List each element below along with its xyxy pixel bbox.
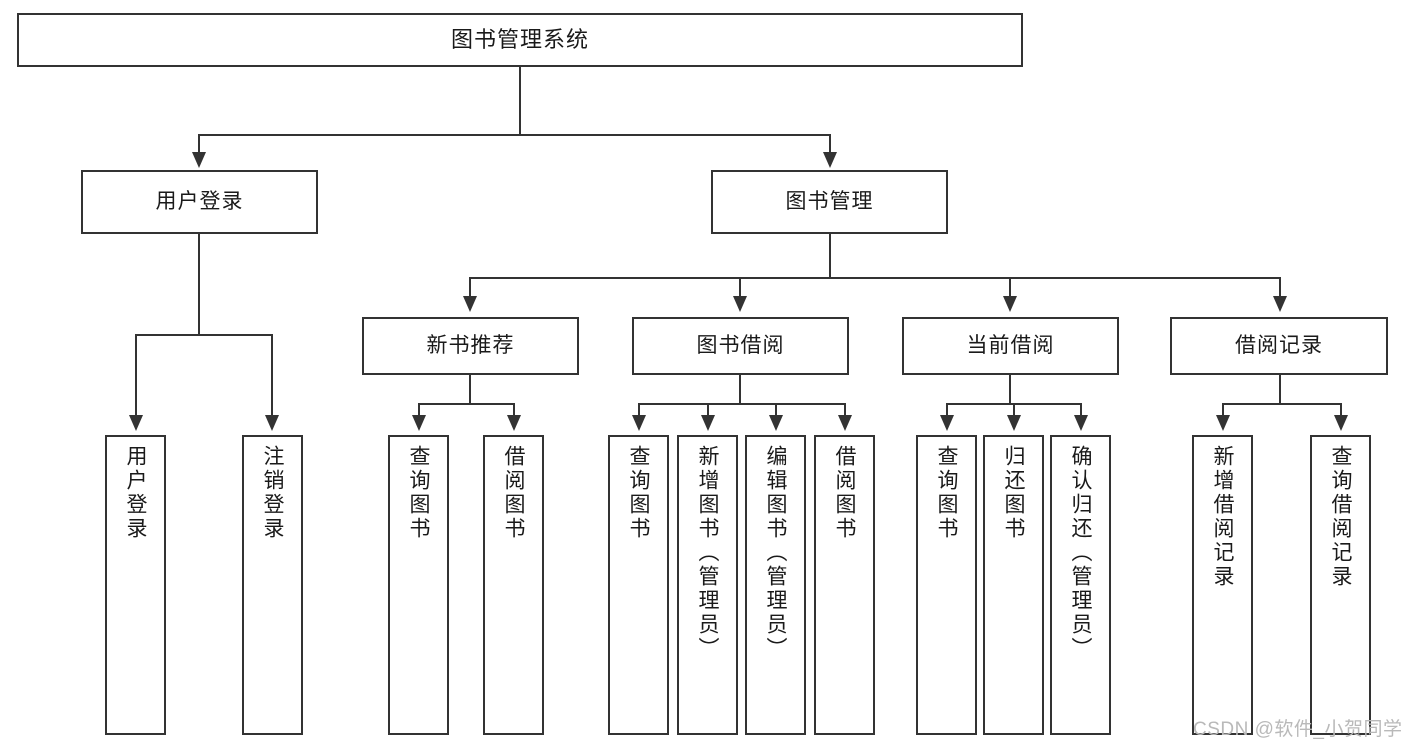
leaf-label: 确认归还（管理员） <box>1069 445 1092 661</box>
leaf-confirm-return-admin[interactable]: 确认归还（管理员） <box>1050 435 1111 735</box>
arrow-to-book-borrow <box>733 296 747 312</box>
connector-bookmgmt-d1 <box>469 277 471 299</box>
arrow-to-leaf-return-book <box>1007 415 1021 431</box>
connector-bookmgmt-d3 <box>1009 277 1011 299</box>
leaf-label: 用户登录 <box>124 445 147 541</box>
arrow-to-leaf-query-book-3 <box>940 415 954 431</box>
leaf-edit-book-admin[interactable]: 编辑图书（管理员） <box>745 435 806 735</box>
node-root-library-system[interactable]: 图书管理系统 <box>17 13 1023 67</box>
connector-root-bar <box>198 134 831 136</box>
connector-root-drop-left <box>198 134 200 156</box>
leaf-label: 借阅图书 <box>833 445 856 541</box>
node-book-borrow[interactable]: 图书借阅 <box>632 317 849 375</box>
leaf-label: 编辑图书（管理员） <box>764 445 787 661</box>
leaf-add-borrow-record[interactable]: 新增借阅记录 <box>1192 435 1253 735</box>
connector-borrowrec-d2 <box>1340 403 1342 419</box>
connector-user-login-d2 <box>271 334 273 419</box>
leaf-query-book-borrow[interactable]: 查询图书 <box>608 435 669 735</box>
leaf-borrow-book-newbook[interactable]: 借阅图书 <box>483 435 544 735</box>
connector-bookmgmt-d4 <box>1279 277 1281 299</box>
connector-bookmgmt-stem <box>829 234 831 279</box>
arrow-to-leaf-borrow-book-1 <box>507 415 521 431</box>
connector-bookborrow-d4 <box>844 403 846 419</box>
connector-newbook-stem <box>469 375 471 405</box>
leaf-label: 注销登录 <box>261 445 284 541</box>
leaf-user-login[interactable]: 用户登录 <box>105 435 166 735</box>
node-book-management[interactable]: 图书管理 <box>711 170 948 234</box>
leaf-label: 查询图书 <box>407 445 430 541</box>
connector-root-stem <box>519 67 521 135</box>
arrow-to-leaf-add-record <box>1216 415 1230 431</box>
connector-bookborrow-d2 <box>707 403 709 419</box>
connector-user-login-d1 <box>135 334 137 419</box>
connector-root-drop-right <box>829 134 831 156</box>
arrow-to-leaf-query-record <box>1334 415 1348 431</box>
arrow-to-user-login <box>192 152 206 168</box>
leaf-label: 新增借阅记录 <box>1211 445 1234 589</box>
connector-bookborrow-bar <box>638 403 845 405</box>
leaf-logout[interactable]: 注销登录 <box>242 435 303 735</box>
arrow-to-leaf-confirm-return <box>1074 415 1088 431</box>
connector-currborrow-d3 <box>1080 403 1082 419</box>
connector-bookborrow-d3 <box>775 403 777 419</box>
arrow-to-current-borrow <box>1003 296 1017 312</box>
connector-currborrow-d1 <box>946 403 948 419</box>
leaf-query-borrow-record[interactable]: 查询借阅记录 <box>1310 435 1371 735</box>
connector-user-login-bar <box>135 334 272 336</box>
leaf-label: 查询图书 <box>935 445 958 541</box>
arrow-to-leaf-edit-book <box>769 415 783 431</box>
arrow-to-leaf-query-book-2 <box>632 415 646 431</box>
arrow-to-leaf-user-login <box>129 415 143 431</box>
connector-newbook-d1 <box>418 403 420 419</box>
arrow-to-leaf-borrow-book-2 <box>838 415 852 431</box>
node-new-book-recommend[interactable]: 新书推荐 <box>362 317 579 375</box>
connector-borrowrec-stem <box>1279 375 1281 405</box>
connector-bookmgmt-bar <box>469 277 1280 279</box>
node-user-login[interactable]: 用户登录 <box>81 170 318 234</box>
arrow-to-book-management <box>823 152 837 168</box>
node-borrow-record[interactable]: 借阅记录 <box>1170 317 1388 375</box>
connector-borrowrec-d1 <box>1222 403 1224 419</box>
csdn-watermark: CSDN @软件_小贺同学 <box>1193 719 1403 740</box>
arrow-to-leaf-logout <box>265 415 279 431</box>
connector-borrowrec-bar <box>1222 403 1341 405</box>
connector-newbook-d2 <box>513 403 515 419</box>
arrow-to-borrow-record <box>1273 296 1287 312</box>
connector-user-login-stem <box>198 234 200 335</box>
leaf-query-book-current[interactable]: 查询图书 <box>916 435 977 735</box>
leaf-query-book-newbook[interactable]: 查询图书 <box>388 435 449 735</box>
connector-newbook-bar <box>418 403 514 405</box>
leaf-return-book[interactable]: 归还图书 <box>983 435 1044 735</box>
leaf-label: 归还图书 <box>1002 445 1025 541</box>
connector-currborrow-d2 <box>1013 403 1015 419</box>
connector-bookborrow-stem <box>739 375 741 405</box>
node-current-borrow[interactable]: 当前借阅 <box>902 317 1119 375</box>
arrow-to-leaf-add-book <box>701 415 715 431</box>
connector-currborrow-stem <box>1009 375 1011 405</box>
leaf-label: 查询图书 <box>627 445 650 541</box>
leaf-add-book-admin[interactable]: 新增图书（管理员） <box>677 435 738 735</box>
connector-bookborrow-d1 <box>638 403 640 419</box>
arrow-to-leaf-query-book-1 <box>412 415 426 431</box>
leaf-borrow-book[interactable]: 借阅图书 <box>814 435 875 735</box>
arrow-to-new-book-recommend <box>463 296 477 312</box>
leaf-label: 查询借阅记录 <box>1329 445 1352 589</box>
leaf-label: 借阅图书 <box>502 445 525 541</box>
connector-bookmgmt-d2 <box>739 277 741 299</box>
leaf-label: 新增图书（管理员） <box>696 445 719 661</box>
